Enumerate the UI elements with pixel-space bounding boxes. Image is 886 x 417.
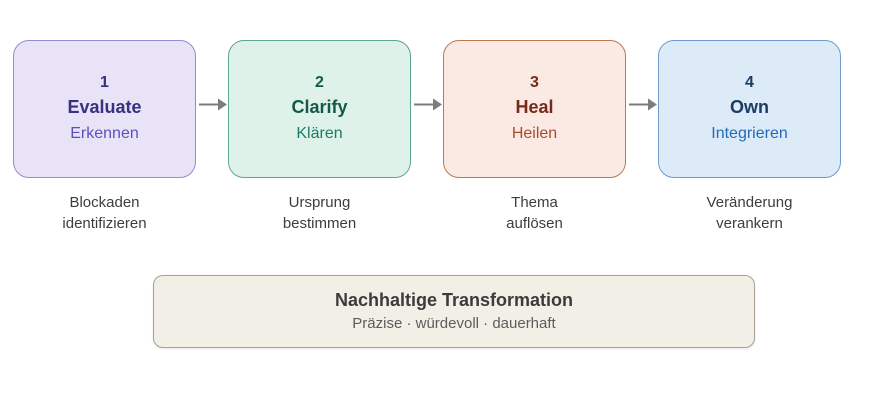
step-box-own: 4 Own Integrieren (658, 40, 841, 178)
step-subtitle: Heilen (511, 125, 558, 142)
summary-banner: Nachhaltige Transformation Präzise · wür… (153, 275, 755, 348)
banner-subtitle: Präzise · würdevoll · dauerhaft (352, 315, 556, 332)
step-caption-line: Blockaden (69, 194, 140, 211)
step-title: Evaluate (67, 97, 142, 117)
step-box-heal: 3 Heal Heilen (443, 40, 626, 178)
step-column-own: 4 Own Integrieren Veränderung verankern (658, 0, 841, 417)
step-column-heal: 3 Heal Heilen Thema auflösen (443, 0, 626, 417)
step-caption: Blockaden identifizieren (13, 192, 196, 234)
step-number: 2 (315, 74, 324, 91)
step-caption-line: Veränderung (706, 194, 793, 211)
step-number: 1 (100, 74, 109, 91)
step-title: Heal (515, 97, 554, 117)
step-caption: Ursprung bestimmen (228, 192, 411, 234)
step-box-evaluate: 1 Evaluate Erkennen (13, 40, 196, 178)
step-caption-line: Thema (511, 194, 558, 211)
step-box-clarify: 2 Clarify Klären (228, 40, 411, 178)
step-column-evaluate: 1 Evaluate Erkennen Blockaden identifizi… (13, 0, 196, 417)
step-subtitle: Klären (296, 125, 343, 142)
step-subtitle: Integrieren (711, 125, 788, 142)
right-arrow-icon (413, 96, 443, 113)
step-subtitle: Erkennen (70, 125, 139, 142)
step-caption: Veränderung verankern (658, 192, 841, 234)
step-number: 3 (530, 74, 539, 91)
step-caption-line: verankern (716, 215, 783, 232)
step-number: 4 (745, 74, 754, 91)
right-arrow-icon (628, 96, 658, 113)
step-caption: Thema auflösen (443, 192, 626, 234)
step-caption-line: Ursprung (288, 194, 351, 211)
banner-title: Nachhaltige Transformation (334, 290, 574, 310)
step-caption-line: auflösen (506, 215, 563, 232)
step-column-clarify: 2 Clarify Klären Ursprung bestimmen (228, 0, 411, 417)
right-arrow-icon (198, 96, 228, 113)
step-title: Clarify (291, 97, 348, 117)
step-caption-line: identifizieren (62, 215, 147, 232)
step-title: Own (730, 97, 769, 117)
step-caption-line: bestimmen (282, 215, 357, 232)
